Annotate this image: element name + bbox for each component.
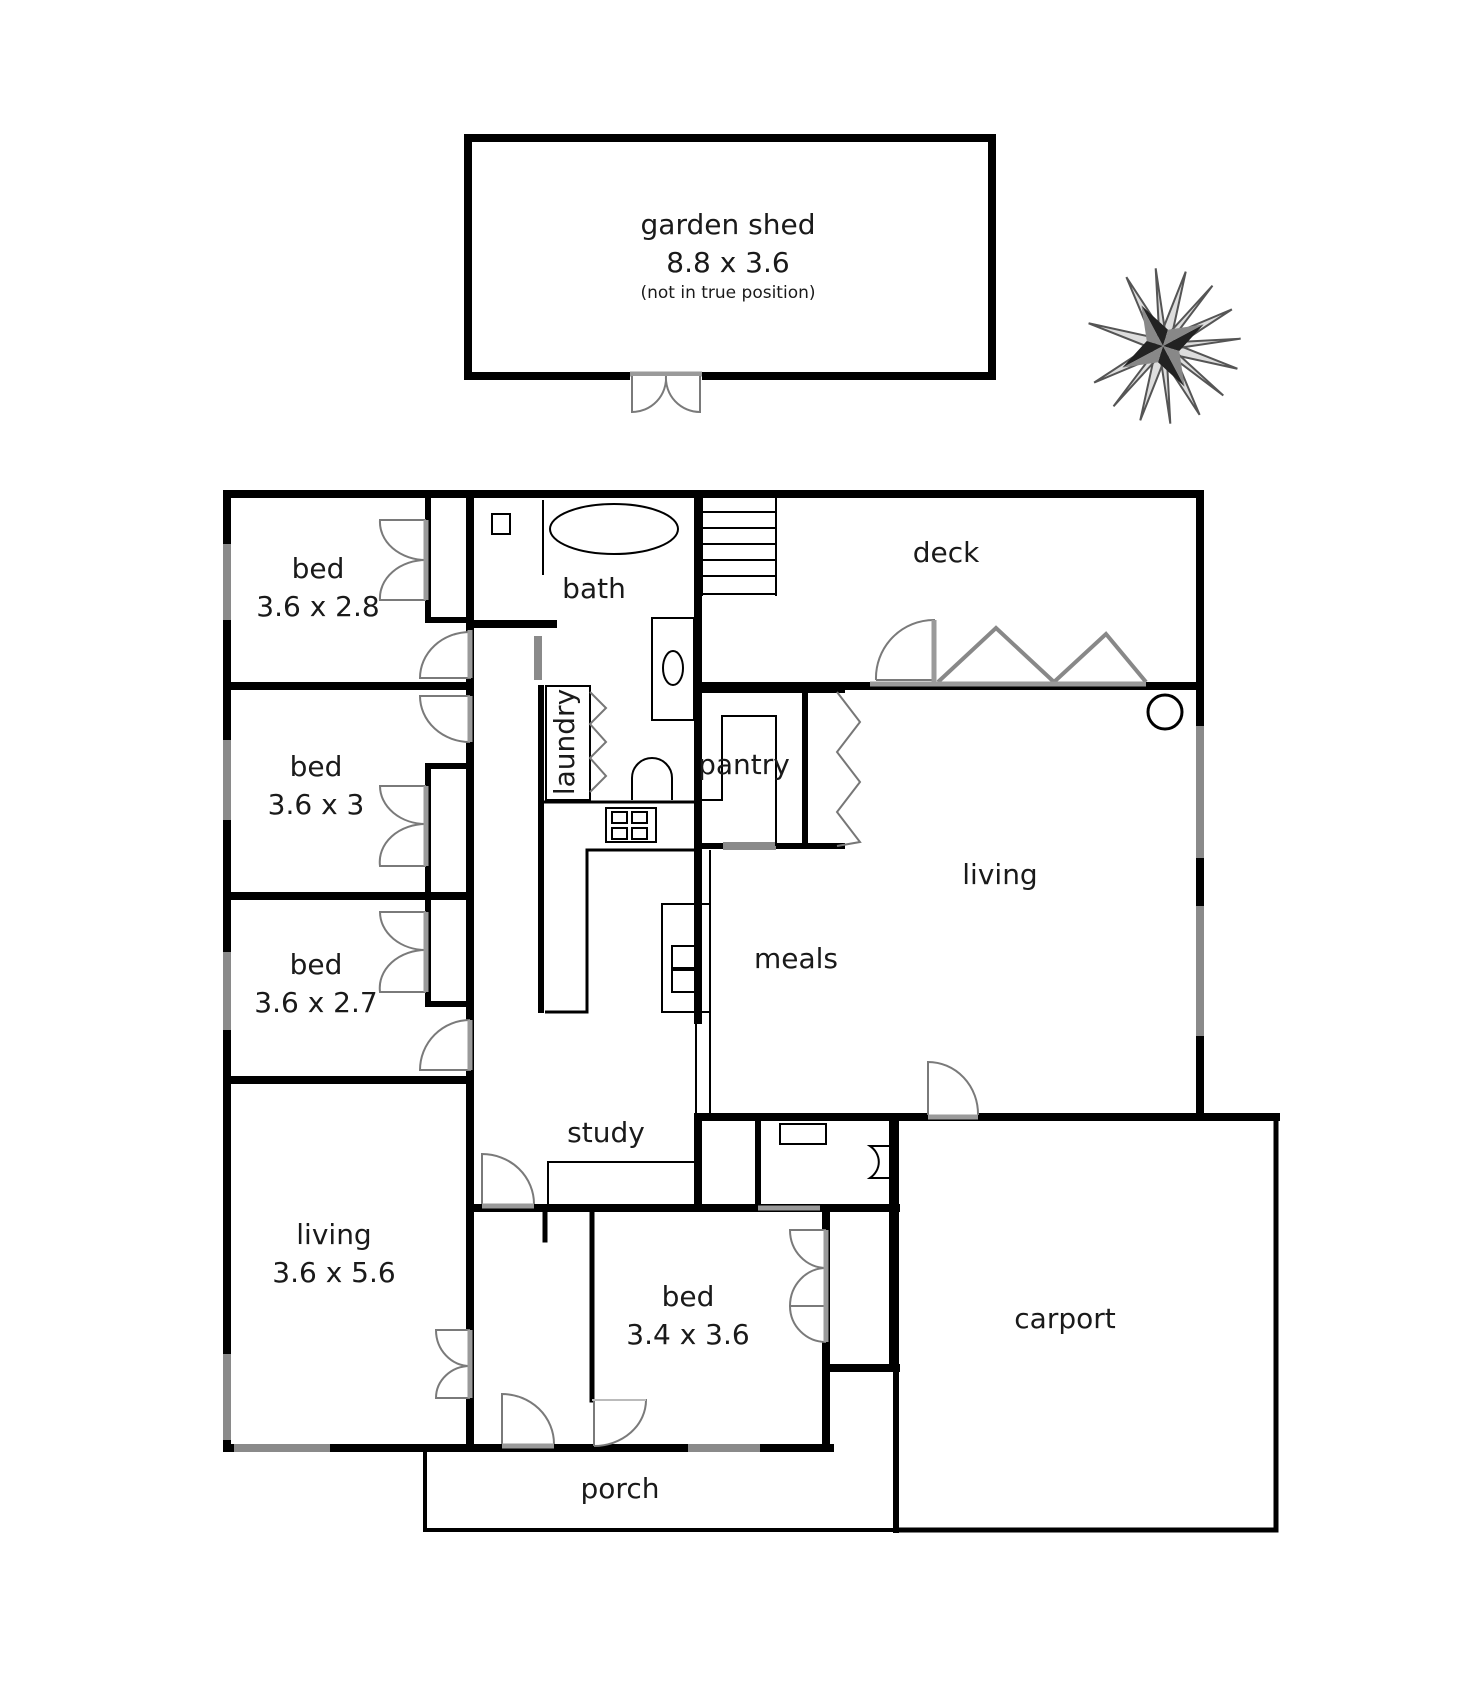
deck-name: deck [913, 536, 980, 569]
garden-shed [464, 134, 996, 414]
garden-shed-note: (not in true position) [640, 283, 815, 303]
porch-name: porch [581, 1472, 660, 1505]
fixtures [491, 494, 1184, 1179]
bed-2-name: bed [290, 750, 343, 783]
garden-shed-size: 8.8 x 3.6 [666, 246, 789, 279]
bed-1-size: 3.6 x 2.8 [256, 590, 379, 623]
laundry-name: laundry [548, 689, 581, 795]
bed-4-size: 3.4 x 3.6 [626, 1318, 749, 1351]
bed-4-name: bed [662, 1280, 715, 1313]
garden-shed-name: garden shed [641, 208, 816, 241]
deck-stairs [701, 494, 777, 596]
carport-name: carport [1014, 1302, 1115, 1335]
bath-name: bath [562, 572, 626, 605]
meals-name: meals [754, 942, 838, 975]
living-2-name: living [296, 1218, 371, 1251]
bed-2-size: 3.6 x 3 [268, 788, 365, 821]
living-main-name: living [962, 858, 1037, 891]
study-name: study [567, 1116, 645, 1149]
living-2-size: 3.6 x 5.6 [272, 1256, 395, 1289]
doors [378, 519, 1148, 1449]
compass-rose-icon [1088, 268, 1241, 424]
bed-3-name: bed [290, 948, 343, 981]
windows [223, 544, 1204, 1452]
pantry-name: pantry [698, 748, 790, 781]
bed-3-size: 3.6 x 2.7 [254, 986, 377, 1019]
bed-1-name: bed [292, 552, 345, 585]
